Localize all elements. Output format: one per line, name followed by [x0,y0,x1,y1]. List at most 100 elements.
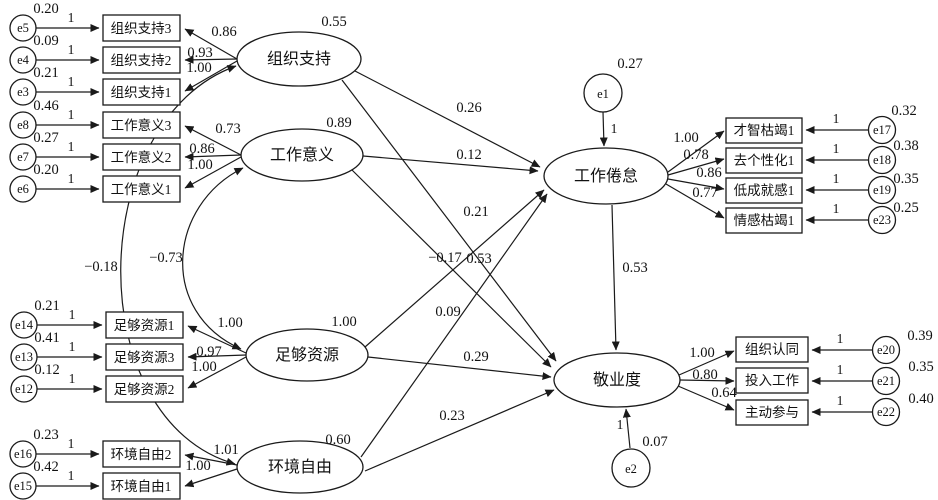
latent-label-bo: 工作倦怠 [574,167,638,185]
error-arrow-e2 [622,408,631,449]
error-one-e14: 1 [69,307,76,322]
covariance-value-os-ef: −0.18 [84,259,118,275]
indicator-wm3: 工作意义3 e8 1 0.46 0.73 [9,98,242,156]
indicator-wm1: 工作意义1 e6 1 0.20 1.00 [9,156,242,203]
error-one-e21: 1 [837,362,844,377]
loading-en3: 0.64 [711,385,737,401]
loading-ar1: 1.00 [217,315,242,331]
disturbance-e2: e2 1 0.07 [611,408,668,488]
error-circle-e23 [867,205,897,235]
indicator-label-wm2: 工作意义2 [111,149,172,165]
loading-wm1: 1.00 [187,157,212,173]
error-arrow-e1 [599,111,608,147]
indicator-label-bo4: 情感枯竭1 [734,212,795,228]
error-one-e3: 1 [68,74,75,89]
indicator-label-ef1: 环境自由1 [111,479,172,494]
indicator-label-en2: 投入工作 [745,373,799,388]
error-label-e19: e19 [873,183,891,197]
path-wm-to-en [351,169,552,368]
error-variance-e2: 0.07 [642,434,667,450]
error-label-e20: e20 [877,343,895,357]
error-circle-e19 [867,175,897,205]
latent-label-wm: 工作意义 [270,145,334,164]
loading-line-bo1 [667,130,725,173]
latent-ar: 足够资源 1.00 [245,314,369,382]
covariance-arc-wm-ar [182,167,244,350]
latent-label-os: 组织支持 [267,50,331,68]
indicator-box-en1 [735,336,809,363]
path-os-to-bo [354,70,541,168]
error-circle-e18 [867,145,897,175]
loading-line-ar3 [187,352,247,361]
latent-label-ar: 足够资源 [275,346,339,364]
error-label-e1: e1 [597,87,609,101]
error-variance-e8: 0.46 [33,98,58,114]
loading-line-wm2 [184,152,242,161]
error-one-e7: 1 [68,139,75,154]
covariance-os-ef: −0.18 [84,65,237,466]
indicator-box-os2 [102,46,181,74]
error-variance-e4: 0.09 [33,33,58,49]
indicator-box-ar2 [105,375,184,403]
indicator-box-os1 [102,78,181,106]
disturbance-e1: e1 1 0.27 [583,56,643,147]
indicator-ar1: 足够资源1 e14 1 0.21 1.00 [10,298,247,354]
loading-line-os1 [184,60,238,92]
latent-bo: 工作倦怠 [543,147,669,205]
error-label-e23: e23 [873,213,891,227]
loading-os3: 0.86 [211,24,236,40]
covariance-value-wm-ar: −0.73 [149,250,183,266]
error-circle-e22 [871,397,901,427]
indicator-box-en2 [735,367,809,394]
loading-ef2: 1.01 [213,442,238,458]
error-label-e8: e8 [17,118,29,132]
indicator-box-os3 [102,14,181,42]
coef-ar-bo: 0.53 [466,251,491,267]
loading-bo2: 0.78 [683,147,708,163]
error-label-e14: e14 [15,318,34,332]
indicator-label-bo1: 才智枯竭1 [734,123,795,138]
error-one-e23: 1 [833,201,840,216]
error-label-e3: e3 [17,85,29,99]
error-variance-e19: 0.35 [893,171,918,187]
indicator-os3: 组织支持3 e5 1 0.20 0.86 [9,1,238,60]
error-variance-e12: 0.12 [34,362,59,378]
indicator-ar3: 足够资源3 e13 1 0.41 0.97 [10,330,247,371]
indicator-label-en1: 组织认同 [745,342,799,357]
latent-variance-os: 0.55 [321,14,346,30]
indicator-ef1: 环境自由1 e15 1 0.42 1.00 [9,458,238,500]
indicator-box-wm2 [102,143,181,171]
indicator-label-os3: 组织支持3 [111,21,172,36]
indicator-box-ar1 [105,311,184,339]
error-one-e18: 1 [833,141,840,156]
error-one-e17: 1 [833,111,840,126]
error-variance-e6: 0.20 [33,162,58,178]
indicator-ar2: 足够资源2 e12 1 0.12 1.00 [10,356,247,403]
error-one-e13: 1 [69,339,76,354]
coef-os-en: 0.21 [463,204,488,220]
indicator-label-ar2: 足够资源2 [114,382,175,397]
error-one-e15: 1 [68,468,75,483]
loading-line-en3 [677,385,735,411]
indicator-bo1: 才智枯竭1 e17 1 0.32 1.00 [667,103,917,173]
path-ar-to-bo [364,189,545,348]
indicator-bo4: 情感枯竭1 e23 1 0.25 0.77 [665,183,919,235]
error-label-e5: e5 [17,21,29,35]
error-label-e16: e16 [14,447,32,461]
error-label-e12: e12 [15,382,33,396]
loading-ar2: 1.00 [191,359,216,375]
error-label-e6: e6 [17,182,29,196]
coef-ar-en: 0.29 [463,349,488,365]
indicator-box-bo4 [725,207,803,234]
loading-line-en2 [679,376,735,385]
coef-os-bo: 0.26 [456,100,481,116]
error-label-e17: e17 [873,123,891,137]
indicator-os1: 组织支持1 e3 1 0.21 1.00 [9,60,238,106]
indicator-box-wm1 [102,175,181,203]
latent-label-ef: 环境自由 [268,457,332,476]
loading-line-ar2 [187,356,247,389]
error-variance-e15: 0.42 [33,459,58,475]
error-circle-e2 [611,448,651,488]
error-one-e22: 1 [837,393,844,408]
error-variance-e3: 0.21 [33,65,58,81]
